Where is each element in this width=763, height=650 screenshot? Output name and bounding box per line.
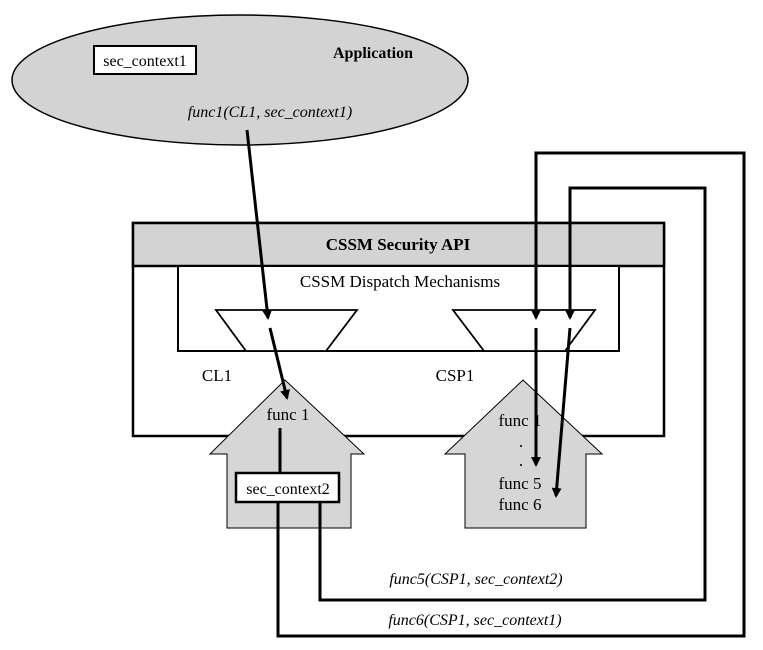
csp1-dot-1: . [519, 432, 523, 451]
cssm-api-title: CSSM Security API [326, 235, 471, 254]
func5-call-path: func5(CSP1, sec_context2) [318, 186, 707, 602]
application-ellipse [11, 14, 469, 146]
application-title: Application [333, 45, 413, 62]
func1-dispatch-to-cl-arrow [268, 327, 290, 400]
csp1-module: func 1 . . func 5 func 6 [443, 379, 604, 529]
csp1-label: CSP1 [436, 366, 475, 385]
cssm-security-api: CSSM Security API CSSM Dispatch Mechanis… [131, 221, 666, 438]
csp1-func6-label: func 6 [499, 495, 542, 514]
func6-call-path: func6(CSP1, sec_context1) [276, 151, 746, 638]
csp1-dot-2: . [519, 451, 523, 470]
dispatch-mechanisms-title: CSSM Dispatch Mechanisms [300, 272, 500, 291]
sec-context1-label: sec_context1 [103, 53, 187, 70]
func5-call-label: func5(CSP1, sec_context2) [389, 571, 562, 588]
cl1-func1-label: func 1 [267, 405, 310, 424]
application-node: sec_context1 Application func1(CL1, sec_… [11, 14, 469, 146]
sec-context2-node: sec_context2 [234, 471, 341, 504]
csp1-house-shape [443, 379, 604, 529]
cl-dispatch-funnel [214, 309, 359, 352]
sec-context2-label: sec_context2 [246, 481, 330, 498]
func6-connector [276, 151, 746, 638]
func6-call-label: func6(CSP1, sec_context1) [388, 612, 561, 629]
csp1-func1-label: func 1 [499, 411, 542, 430]
func1-call-path [245, 129, 290, 472]
cl1-label: CL1 [202, 366, 232, 385]
sec-context2-box [234, 471, 341, 504]
func5-dispatch-arrow [551, 327, 572, 498]
func1-call-label: func1(CL1, sec_context1) [188, 104, 352, 121]
func5-connector [318, 186, 707, 602]
csp1-func5-label: func 5 [499, 474, 542, 493]
csp-dispatch-funnel [451, 309, 597, 352]
func1-app-to-dispatch-arrow [245, 129, 273, 320]
sec-context1-box [93, 45, 197, 75]
